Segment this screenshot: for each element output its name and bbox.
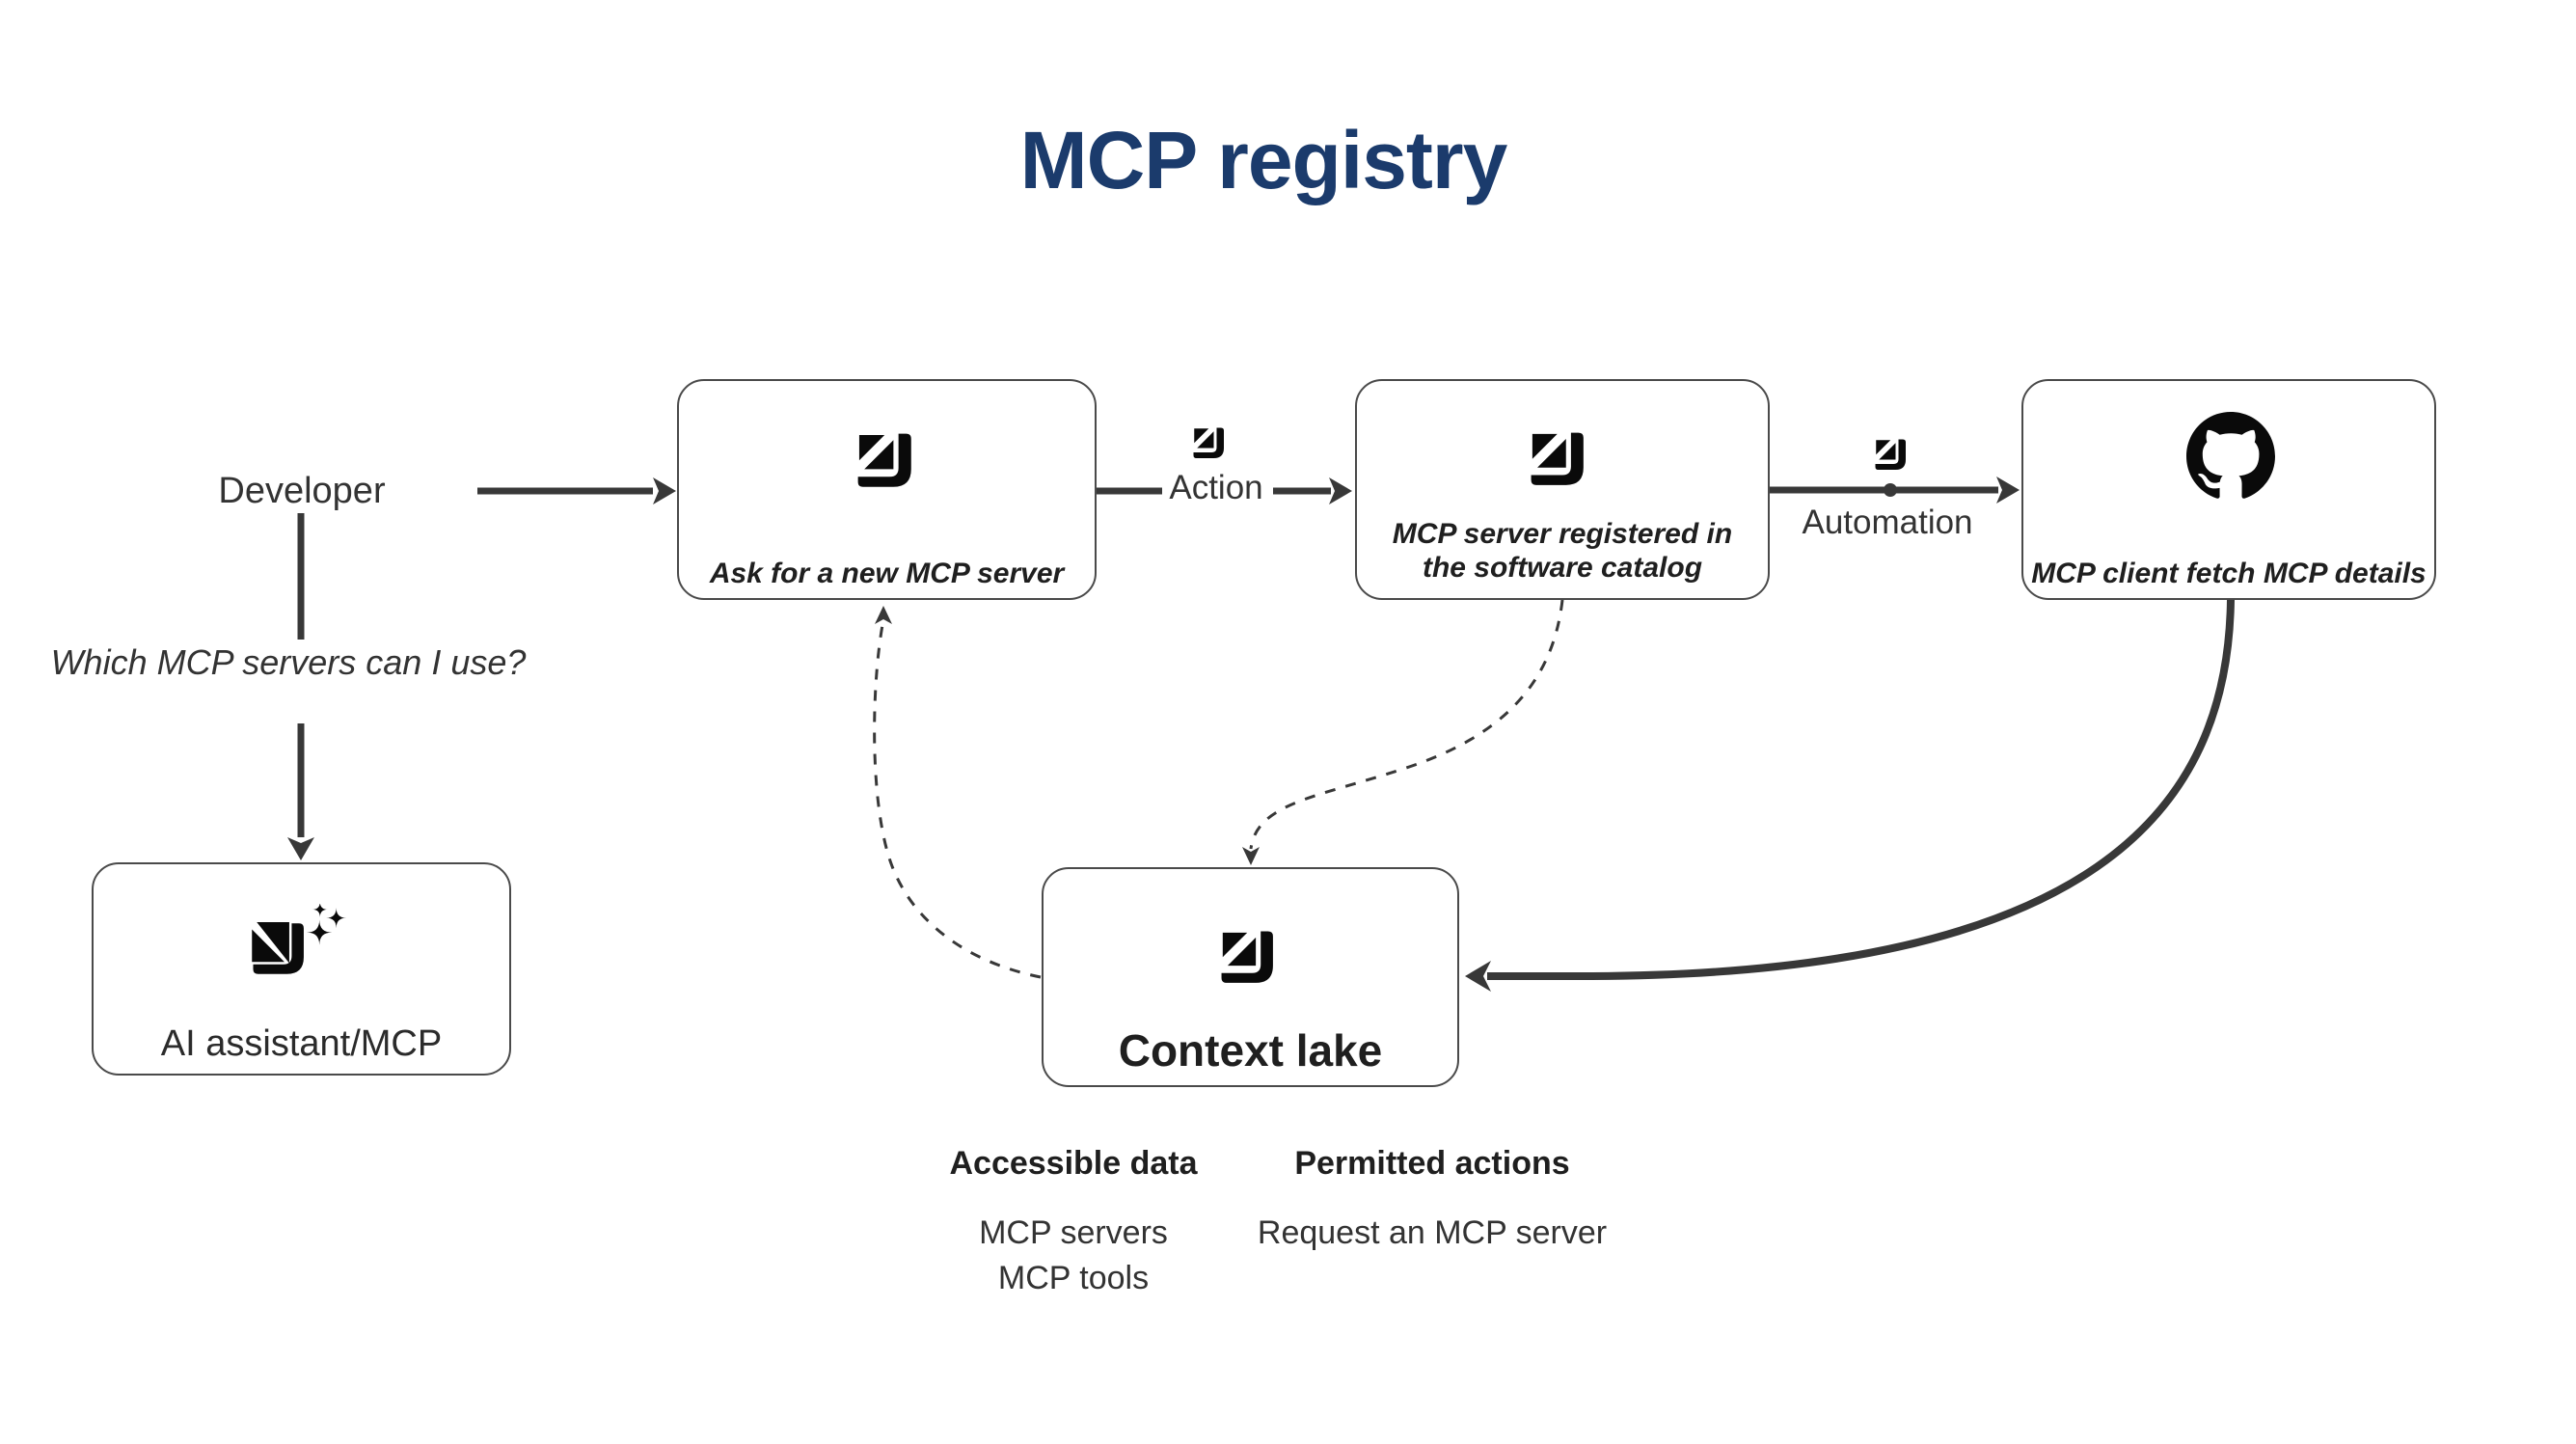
automation-port-icon — [1875, 439, 1906, 470]
arrowhead-into-assistant — [287, 837, 314, 860]
edge-lake-to-ask-dashed — [873, 624, 1042, 979]
sparkle-small — [312, 904, 328, 918]
arrowhead-dashed-into-ask — [875, 606, 892, 624]
action-port-icon — [1193, 427, 1224, 458]
arrowhead-into-registered — [1329, 477, 1352, 504]
developer-question-label: Which MCP servers can I use? — [50, 642, 527, 682]
arrowhead-curve-into-lake — [1465, 961, 1491, 992]
edge-registered-to-lake-dashed — [1249, 599, 1564, 850]
permitted-actions-header: Permitted actions — [1294, 1145, 1570, 1182]
developer-label: Developer — [218, 471, 386, 511]
node-registered-caption: MCP server registered in the software ca… — [1392, 518, 1733, 584]
node-mcp-server-registered: MCP server registered in the software ca… — [1355, 379, 1770, 600]
page-title: MCP registry — [1019, 115, 1508, 205]
node-ai-assistant-mcp: AI assistant/MCP — [92, 862, 511, 1076]
node-context-lake: Context lake — [1042, 867, 1459, 1087]
accessible-data-header: Accessible data — [949, 1145, 1198, 1182]
arrowhead-into-ask — [653, 477, 676, 504]
port-logo-icon — [1221, 931, 1273, 983]
node-assistant-caption: AI assistant/MCP — [160, 1023, 443, 1064]
node-mcp-client-fetch: MCP client fetch MCP details — [2021, 379, 2436, 600]
node-ask-for-new-mcp-server: Ask for a new MCP server — [677, 379, 1097, 600]
arrowhead-dashed-into-lake — [1242, 847, 1260, 865]
accessible-data-item: MCP servers — [979, 1214, 1168, 1251]
automation-edge-dot — [1884, 483, 1897, 497]
permitted-actions-item: Request an MCP server — [1257, 1214, 1608, 1251]
node-ask-caption: Ask for a new MCP server — [709, 558, 1065, 589]
port-ai-sparkles-icon — [252, 904, 347, 974]
action-edge-label: Action — [1169, 469, 1263, 506]
edge-fetch-to-lake — [1487, 599, 2235, 980]
node-lake-caption: Context lake — [1118, 1025, 1383, 1076]
port-logo-icon — [1531, 432, 1584, 485]
arrowhead-into-fetch — [1996, 477, 2020, 504]
github-icon — [2186, 412, 2275, 499]
sparkle-large — [307, 919, 333, 945]
sparkle-medium — [326, 908, 347, 929]
accessible-data-column: Accessible data MCP servers MCP tools — [926, 1144, 1221, 1297]
permitted-actions-column: Permitted actions Request an MCP server — [1239, 1144, 1625, 1252]
port-logo-icon — [857, 433, 911, 487]
node-fetch-caption: MCP client fetch MCP details — [2031, 558, 2427, 589]
accessible-data-item: MCP tools — [997, 1260, 1150, 1296]
automation-edge-label: Automation — [1802, 504, 1973, 541]
